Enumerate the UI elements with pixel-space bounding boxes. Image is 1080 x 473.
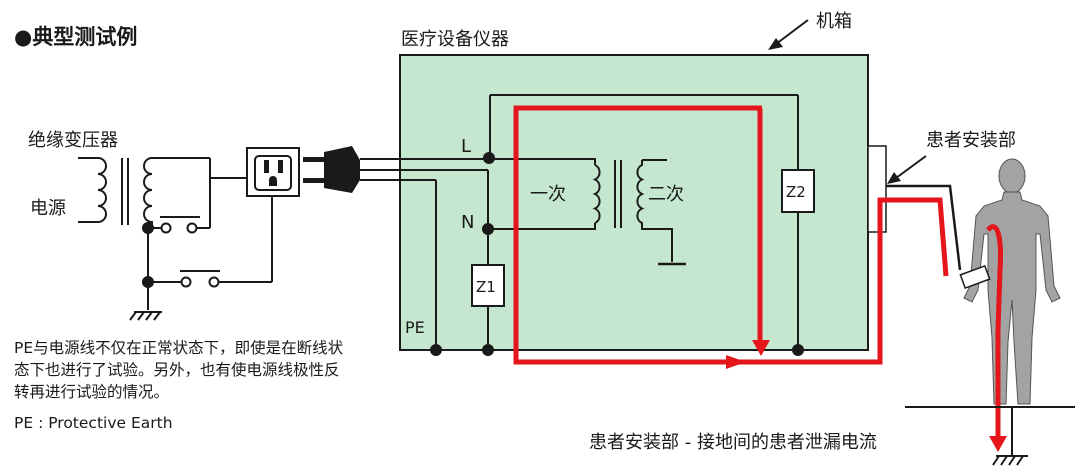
human-body-icon	[963, 158, 1061, 405]
chassis-pointer-arrow	[768, 19, 809, 50]
junction-dot	[430, 344, 442, 356]
leakage-caption: 患者安装部 - 接地间的患者泄漏电流	[589, 432, 877, 453]
pe-label: PE	[405, 318, 425, 337]
ground-symbol-icon	[992, 455, 1028, 466]
supply-wires	[209, 158, 250, 179]
diagram-title: ●典型测试例	[14, 25, 137, 49]
applied-part-terminal	[867, 145, 887, 233]
z2-impedance	[781, 169, 815, 213]
iso-transformer-label: 绝缘变压器	[28, 130, 118, 151]
arm-electrode-cuff	[959, 265, 991, 289]
primary-winding-label: 一次	[530, 184, 566, 205]
device-label: 医疗设备仪器	[401, 29, 509, 50]
power-plug-icon	[303, 146, 360, 193]
patient-lead	[886, 184, 962, 271]
chassis-label: 机箱	[816, 11, 852, 32]
internal-transformer-icon	[592, 159, 686, 266]
applied-part-pointer-arrow	[887, 155, 927, 184]
junction-dot	[142, 222, 154, 234]
line-l-label: L	[461, 136, 471, 157]
junction-dot	[482, 223, 494, 235]
applied-part-label: 患者安装部	[926, 130, 1016, 151]
current-arrow	[726, 355, 746, 369]
power-cord-wires	[360, 94, 810, 351]
current-arrow	[752, 340, 770, 356]
junction-dot	[482, 344, 494, 356]
secondary-winding-label: 二次	[648, 184, 684, 205]
junction-dot	[142, 276, 154, 288]
junction-dot	[483, 152, 495, 164]
junction-dot	[792, 344, 804, 356]
current-arrow	[989, 436, 1007, 452]
z2-label: Z2	[786, 183, 806, 201]
power-outlet-icon	[246, 147, 300, 197]
power-source-label: 电源	[30, 198, 66, 219]
pe-definition-note: PE : Protective Earth	[14, 414, 173, 432]
leakage-current-path	[513, 105, 1003, 438]
test-condition-note: PE与电源线不仅在正常状态下，即使是在断线状态下也进行了试验。另外，也有使电源线…	[14, 339, 344, 401]
iso-transformer-icon	[78, 157, 273, 321]
line-n-label: N	[461, 212, 474, 233]
z1-impedance	[471, 264, 505, 307]
z1-label: Z1	[476, 278, 496, 296]
